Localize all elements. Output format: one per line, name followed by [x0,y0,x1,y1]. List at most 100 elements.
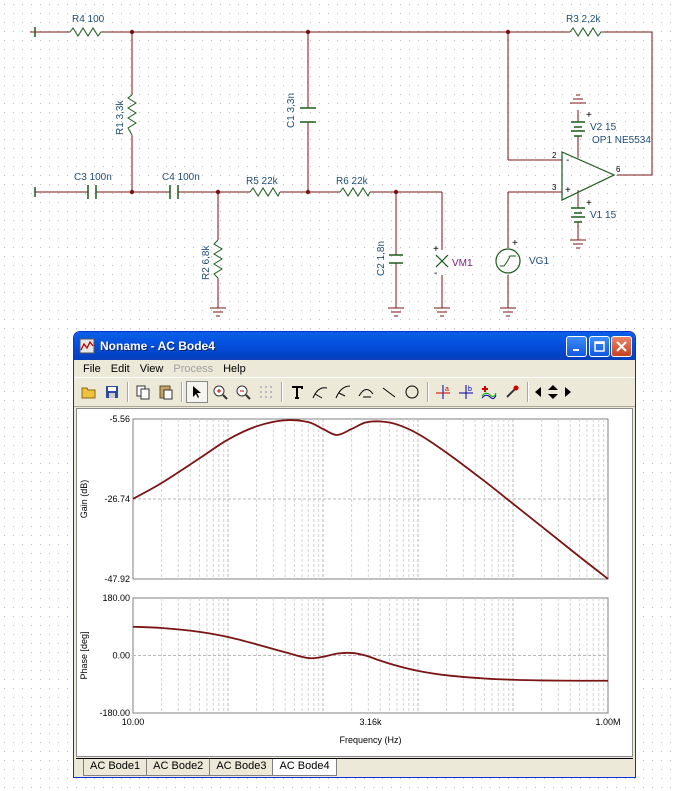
label-r4: R4 100 [72,14,105,25]
zoom-in-button[interactable] [209,381,231,403]
gain-y-axis-label: Gain (dB) [79,480,89,519]
curve2-icon [335,385,351,399]
menu-help[interactable]: Help [223,362,246,375]
label-r1: R1 3,3k [115,100,126,135]
maximize-button[interactable] [589,336,610,357]
label-v2: V2 15 [590,122,617,133]
curve3-icon [358,389,374,398]
text-button[interactable] [286,381,308,403]
grid-button [255,381,277,403]
tab-ac-bode4[interactable]: AC Bode4 [272,759,337,776]
gain-y-tick-label: -47.92 [104,574,130,584]
window-title: Noname - AC Bode4 [100,339,215,353]
pin-3: 3 [552,183,557,192]
nav-right-icon [565,387,571,397]
x-axis-label: Frequency (Hz) [339,735,401,745]
tab-bar: AC Bode1 AC Bode2 AC Bode3 AC Bode4 [76,758,633,776]
voltmeter-symbol [435,254,449,268]
vg-plus: + [512,238,518,249]
svg-text:a: a [445,386,449,393]
cursor-a-button[interactable]: a [432,381,454,403]
toolbar-separator [427,382,429,402]
tab-ac-bode1[interactable]: AC Bode1 [83,759,148,776]
menu-view[interactable]: View [139,362,164,375]
x-tick-label: 10.00 [122,717,145,727]
label-r3: R3 2,2k [566,14,601,25]
tab-ac-bode2[interactable]: AC Bode2 [146,759,211,776]
copy-icon [136,385,150,400]
pin-2: 2 [552,151,557,160]
nav-updown-button[interactable] [545,381,561,403]
v1-plus: + [586,198,592,209]
circle-icon [405,385,419,399]
label-c1: C1 3,3n [286,93,297,128]
gain-curve [132,419,609,580]
menu-bar: File Edit View Process Help [74,360,635,377]
title-bar[interactable]: Noname - AC Bode4 [74,332,635,360]
phase-y-axis-label: Phase [deg] [79,631,89,679]
nav-right-button[interactable] [562,381,574,403]
open-icon [81,387,96,399]
close-button[interactable] [611,336,632,357]
phase-curve [132,625,609,682]
nav-left-button[interactable] [532,381,544,403]
cursor-b-icon: b [459,385,473,399]
pin-6: 6 [616,165,621,174]
vm-minus: - [434,268,437,279]
probe-icon [506,385,519,398]
curve1-button[interactable] [309,381,331,403]
grid-icon [260,386,272,398]
pointer-button[interactable] [186,381,208,403]
add-curve-button[interactable] [478,381,500,403]
probe-button[interactable] [501,381,523,403]
vm-plus: + [433,244,439,255]
curve3-button[interactable] [355,381,377,403]
circuit-schematic: R4 100 R3 2,2k R1 3,3k C1 3,3n C3 100n C… [30,14,653,317]
minimize-button[interactable] [566,336,587,357]
label-r5: R5 22k [246,176,279,187]
paste-button[interactable] [155,381,177,403]
bode-window: Noname - AC Bode4 File Edit View Process… [73,331,636,778]
v2-plus: + [586,110,592,121]
zoom-in-icon [213,385,228,400]
phase-y-tick-label: 0.00 [112,651,130,661]
toolbar-separator [181,382,183,402]
menu-file[interactable]: File [83,362,101,375]
save-button[interactable] [101,381,123,403]
line-button[interactable] [378,381,400,403]
pointer-icon [193,386,201,398]
gain-y-tick-label: -5.56 [109,414,130,424]
app-icon [79,338,95,354]
toolbar: a b [74,377,635,407]
toolbar-separator [281,382,283,402]
label-vm1: VM1 [452,258,473,269]
cursor-a-icon: a [436,385,450,399]
label-r6: R6 22k [336,176,369,187]
label-v1: V1 15 [590,210,617,221]
label-op1: OP1 NE5534 [592,135,651,146]
tab-ac-bode3[interactable]: AC Bode3 [209,759,274,776]
generator-symbol [495,248,521,274]
minimize-icon [572,348,579,351]
zoom-out-button[interactable] [232,381,254,403]
label-c4: C4 100n [162,172,200,183]
label-c3: C3 100n [74,172,112,183]
copy-button[interactable] [132,381,154,403]
menu-edit[interactable]: Edit [110,362,130,375]
cursor-b-button[interactable]: b [455,381,477,403]
phase-y-tick-label: 180.00 [102,593,130,603]
menu-process: Process [173,362,214,375]
toolbar-separator [527,382,529,402]
curve2-button[interactable] [332,381,354,403]
x-tick-label: 1.00M [595,717,620,727]
paste-icon [159,385,173,400]
close-icon [616,341,627,352]
phase-y-tick-label: -180.00 [99,708,130,718]
open-button[interactable] [78,381,100,403]
x-tick-label: 3.16k [359,717,382,727]
circle-button[interactable] [401,381,423,403]
nav-updown-icon [548,385,558,399]
label-c2: C2 1,8n [376,241,387,276]
